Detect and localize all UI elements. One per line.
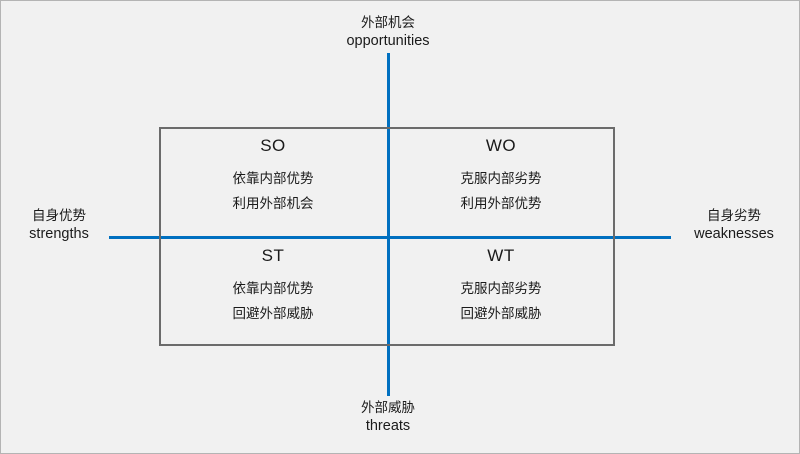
axis-label-weaknesses-cn: 自身劣势	[707, 208, 761, 223]
quadrant-wo: WO 克服内部劣势 利用外部优势	[387, 127, 615, 236]
matrix-rectangle	[159, 127, 615, 346]
quadrant-wt-line-1: 克服内部劣势	[460, 281, 542, 296]
axis-label-weaknesses-en: weaknesses	[694, 226, 774, 242]
axis-label-threats-en: threats	[365, 418, 411, 434]
quadrant-so-line-2: 利用外部机会	[232, 196, 314, 211]
quadrant-wt-line-2: 回避外部威胁	[460, 306, 542, 321]
axis-label-opportunities-en: opportunities	[346, 33, 430, 49]
axis-label-strengths-en: strengths	[29, 226, 89, 242]
axis-label-weaknesses: 自身劣势 weaknesses	[673, 206, 795, 244]
quadrant-wt: WT 克服内部劣势 回避外部威胁	[387, 237, 615, 346]
axis-label-threats-cn: 外部威胁	[361, 400, 415, 415]
quadrant-st-line-1: 依靠内部优势	[232, 281, 314, 296]
quadrant-st-code: ST	[261, 246, 285, 265]
horizontal-axis-line	[109, 236, 671, 239]
quadrant-wo-line-2: 利用外部优势	[460, 196, 542, 211]
quadrant-wt-code: WT	[487, 246, 515, 265]
axis-label-strengths: 自身优势 strengths	[7, 206, 111, 244]
axis-label-threats: 外部威胁 threats	[323, 398, 453, 436]
vertical-axis-line	[387, 53, 390, 396]
axis-label-opportunities: 外部机会 opportunities	[323, 13, 453, 51]
axis-label-opportunities-cn: 外部机会	[361, 15, 415, 30]
quadrant-st: ST 依靠内部优势 回避外部威胁	[159, 237, 387, 346]
quadrant-wo-code: WO	[485, 136, 517, 155]
quadrant-st-line-2: 回避外部威胁	[232, 306, 314, 321]
axis-label-strengths-cn: 自身优势	[32, 208, 86, 223]
quadrant-so: SO 依靠内部优势 利用外部机会	[159, 127, 387, 236]
quadrant-so-code: SO	[260, 136, 286, 155]
quadrant-wo-line-1: 克服内部劣势	[460, 171, 542, 186]
quadrant-so-line-1: 依靠内部优势	[232, 171, 314, 186]
